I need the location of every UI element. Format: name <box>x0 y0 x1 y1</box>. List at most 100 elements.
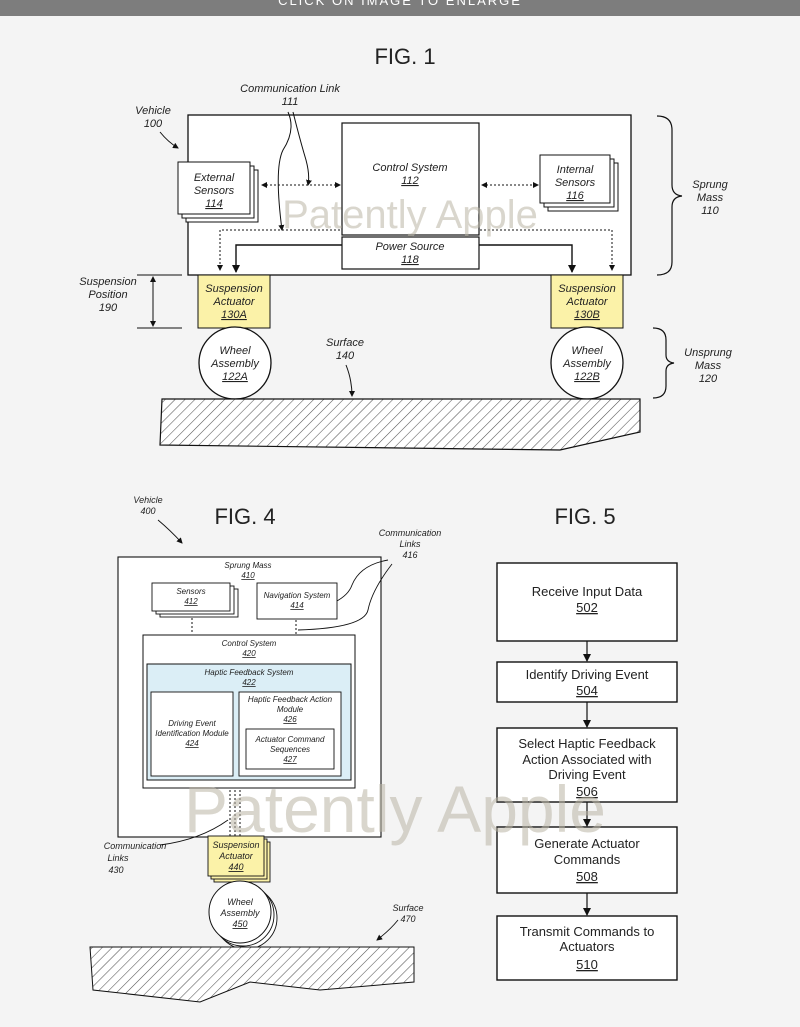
fig5-step-502: Receive Input Data 502 <box>496 562 678 642</box>
svg-text:Action Associated with: Action Associated with <box>522 752 651 767</box>
fig4-communication-links-bottom: Communication Links 430 <box>104 819 229 875</box>
svg-text:Power Source: Power Source <box>375 241 444 253</box>
svg-text:Vehicle: Vehicle <box>133 495 162 505</box>
svg-text:122B: 122B <box>574 371 600 383</box>
svg-text:Sensors: Sensors <box>176 587 205 596</box>
fig1-vehicle-label: Vehicle 100 <box>135 105 179 149</box>
svg-text:Wheel: Wheel <box>227 897 254 907</box>
svg-text:120: 120 <box>699 373 718 385</box>
fig4-title: FIG. 4 <box>214 504 275 529</box>
fig1-wheel-b: Wheel Assembly 122B <box>550 326 624 400</box>
fig1-internal-sensors: Internal Sensors 116 <box>539 154 619 212</box>
svg-text:508: 508 <box>576 869 598 884</box>
svg-text:Actuator: Actuator <box>566 296 609 308</box>
svg-text:Haptic Feedback System: Haptic Feedback System <box>205 668 294 677</box>
fig4-suspension-actuator: Suspension Actuator 440 <box>207 835 271 883</box>
top-banner-text: CLICK ON IMAGE TO ENLARGE <box>278 0 522 8</box>
svg-text:430: 430 <box>108 865 123 875</box>
svg-text:470: 470 <box>400 914 415 924</box>
svg-text:420: 420 <box>242 649 256 658</box>
svg-text:External: External <box>194 172 235 184</box>
svg-text:Transmit Commands to: Transmit Commands to <box>520 924 655 939</box>
fig5-step-506: Select Haptic Feedback Action Associated… <box>496 727 678 803</box>
svg-text:111: 111 <box>282 96 299 108</box>
fig4-surface: Surface 470 <box>89 903 424 1003</box>
fig1-external-sensors: External Sensors 114 <box>177 161 259 223</box>
svg-text:Surface: Surface <box>326 337 364 349</box>
svg-text:424: 424 <box>185 739 199 748</box>
fig4-actuator-command-sequences: Actuator Command Sequences 427 <box>245 728 335 770</box>
top-banner: CLICK ON IMAGE TO ENLARGE <box>0 0 800 16</box>
fig1-title: FIG. 1 <box>374 44 435 69</box>
svg-text:506: 506 <box>576 784 598 799</box>
fig4-wheel-assembly: Wheel Assembly 450 <box>208 880 278 950</box>
svg-text:422: 422 <box>242 678 256 687</box>
svg-text:Sensors: Sensors <box>555 177 596 189</box>
svg-text:100: 100 <box>144 118 163 130</box>
svg-text:Mass: Mass <box>697 192 724 204</box>
svg-text:114: 114 <box>205 198 223 210</box>
svg-text:Assembly: Assembly <box>210 358 260 370</box>
svg-text:Sensors: Sensors <box>194 185 235 197</box>
watermark-fig1: Patently Apple <box>282 193 538 237</box>
svg-text:412: 412 <box>184 597 198 606</box>
fig5-title: FIG. 5 <box>554 504 615 529</box>
svg-text:Actuator Command: Actuator Command <box>255 735 325 744</box>
fig4: FIG. 4 Vehicle 400 Communication Links 4… <box>89 495 441 1003</box>
svg-text:Links: Links <box>399 539 421 549</box>
svg-text:440: 440 <box>228 862 243 872</box>
svg-text:Suspension: Suspension <box>212 840 259 850</box>
svg-text:Control System: Control System <box>222 639 277 648</box>
svg-text:Communication Link: Communication Link <box>240 83 340 95</box>
svg-text:Actuator: Actuator <box>218 851 254 861</box>
svg-text:190: 190 <box>99 302 118 314</box>
fig5: FIG. 5 Receive Input Data 502 Identify D… <box>496 504 678 981</box>
fig4-navigation-system: Navigation System 414 <box>256 582 338 620</box>
svg-text:Sprung Mass: Sprung Mass <box>224 561 271 570</box>
svg-text:Driving Event: Driving Event <box>548 767 626 782</box>
fig5-step-508: Generate Actuator Commands 508 <box>496 826 678 894</box>
fig4-driving-event-module: Driving Event Identification Module 424 <box>150 691 234 777</box>
svg-text:Driving Event: Driving Event <box>168 719 216 728</box>
svg-text:130B: 130B <box>574 309 600 321</box>
fig4-sensors: Sensors 412 <box>151 582 239 618</box>
svg-text:Module: Module <box>277 705 304 714</box>
fig1-actuator-b: Suspension Actuator 130B <box>550 274 624 329</box>
svg-text:Commands: Commands <box>554 852 621 867</box>
watermark-lower: Patently Apple <box>184 772 606 846</box>
svg-text:Assembly: Assembly <box>562 358 612 370</box>
svg-text:Haptic Feedback Action: Haptic Feedback Action <box>248 695 333 704</box>
fig1-wheel-a: Wheel Assembly 122A <box>198 326 272 400</box>
svg-text:Links: Links <box>107 853 129 863</box>
fig1: FIG. 1 Vehicle 100 Communication Link 11… <box>79 44 733 451</box>
fig1-communication-link-label: Communication Link 111 <box>240 83 340 108</box>
svg-text:Internal: Internal <box>557 164 594 176</box>
svg-text:Wheel: Wheel <box>571 345 603 357</box>
svg-text:Generate Actuator: Generate Actuator <box>534 836 640 851</box>
fig1-unsprung-mass-label: Unsprung Mass 120 <box>652 327 733 399</box>
svg-text:510: 510 <box>576 957 598 972</box>
svg-text:122A: 122A <box>222 371 248 383</box>
svg-text:112: 112 <box>401 175 419 187</box>
svg-text:414: 414 <box>290 601 304 610</box>
svg-text:Control System: Control System <box>372 162 447 174</box>
fig5-step-504: Identify Driving Event 504 <box>496 661 678 703</box>
fig1-control-system: Control System 112 <box>341 122 480 236</box>
svg-text:416: 416 <box>402 550 417 560</box>
svg-text:427: 427 <box>283 755 297 764</box>
svg-text:110: 110 <box>701 205 719 217</box>
svg-text:Suspension: Suspension <box>79 276 137 288</box>
svg-text:Wheel: Wheel <box>219 345 251 357</box>
svg-text:130A: 130A <box>221 309 247 321</box>
svg-text:410: 410 <box>241 571 255 580</box>
svg-text:Mass: Mass <box>695 360 722 372</box>
svg-text:Identify Driving Event: Identify Driving Event <box>526 667 649 682</box>
fig5-step-510: Transmit Commands to Actuators 510 <box>496 915 678 981</box>
svg-text:Communication: Communication <box>104 841 167 851</box>
fig4-vehicle-label: Vehicle 400 <box>133 495 183 544</box>
svg-text:Vehicle: Vehicle <box>135 105 171 117</box>
svg-text:Unsprung: Unsprung <box>684 347 733 359</box>
svg-text:Position: Position <box>88 289 127 301</box>
svg-text:Sequences: Sequences <box>270 745 310 754</box>
svg-text:504: 504 <box>576 683 598 698</box>
